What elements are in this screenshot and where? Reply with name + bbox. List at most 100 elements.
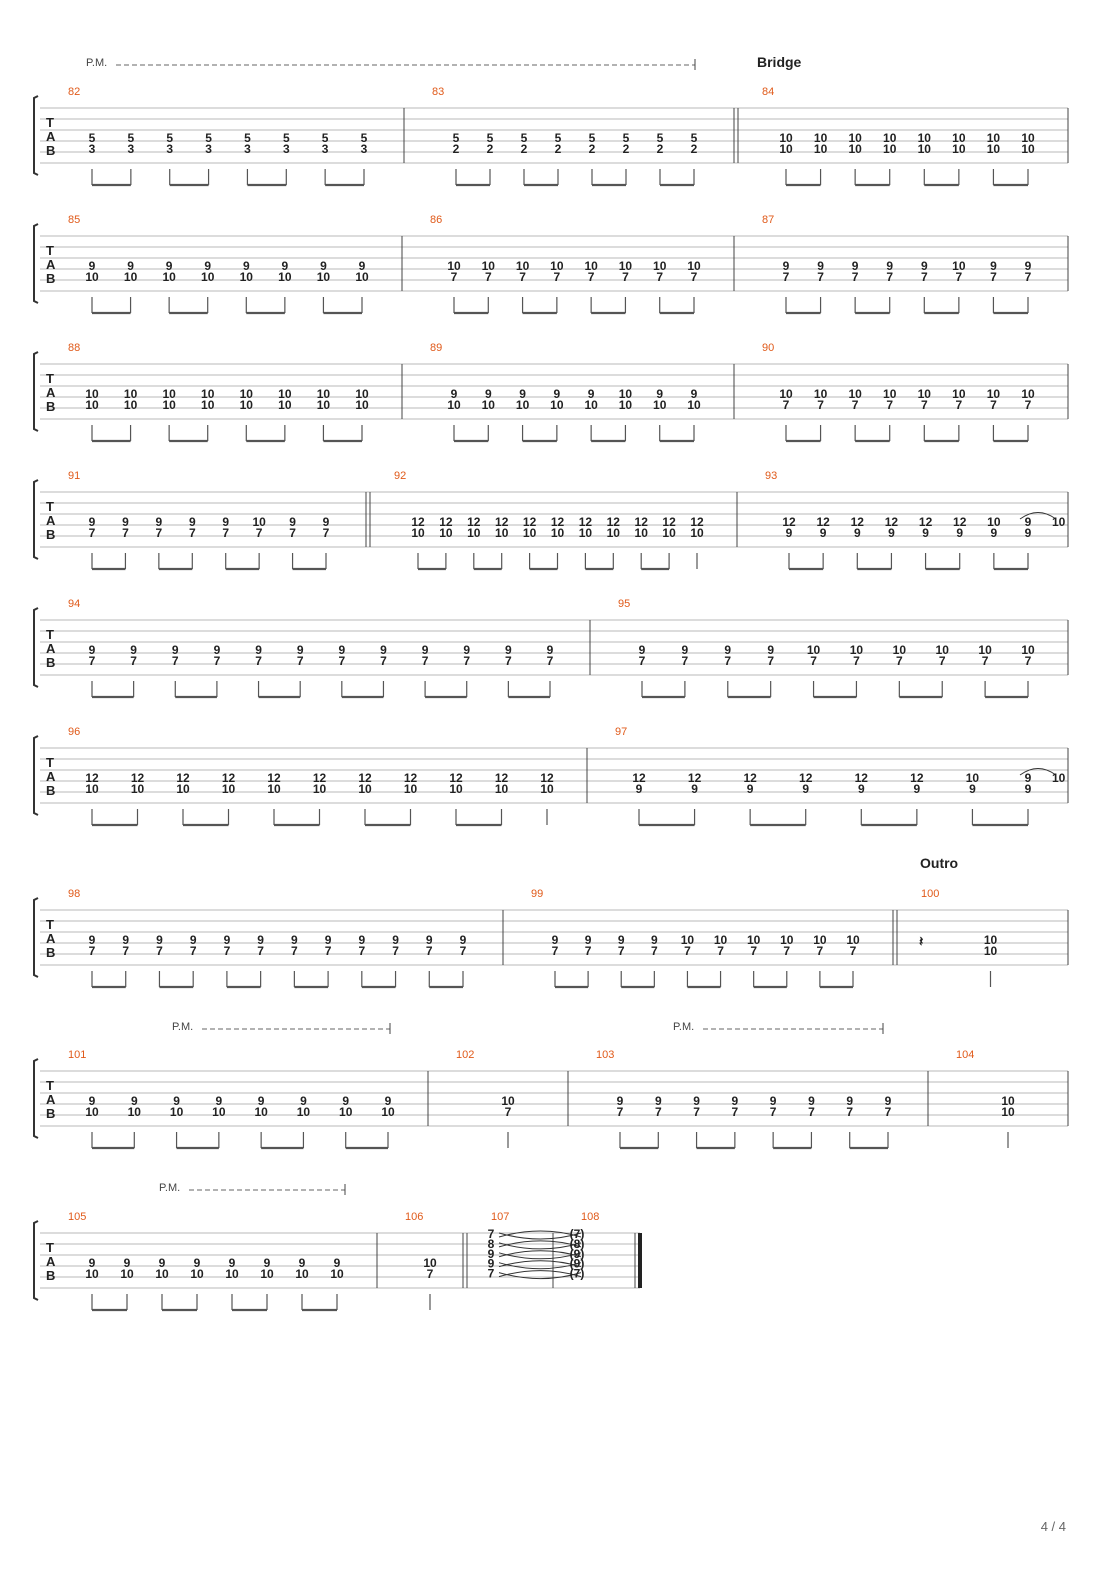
fret-number: 9 bbox=[618, 933, 625, 947]
fret-number: 7 bbox=[896, 654, 903, 668]
fret-number: 9 bbox=[1025, 771, 1032, 785]
tab-label-b: B bbox=[46, 271, 55, 286]
fret-number: 10 bbox=[355, 270, 369, 284]
fret-number: 10 bbox=[162, 387, 176, 401]
fret-number: 10 bbox=[317, 387, 331, 401]
fret-number: 3 bbox=[361, 142, 368, 156]
fret-number: 10 bbox=[540, 782, 554, 796]
fret-number: 10 bbox=[252, 515, 266, 529]
system-brace bbox=[33, 735, 39, 816]
fret-number: 12 bbox=[743, 771, 757, 785]
fret-number: 7 bbox=[189, 526, 196, 540]
fret-number: 10 bbox=[495, 526, 509, 540]
fret-number: 10 bbox=[687, 259, 701, 273]
fret-number: 9 bbox=[297, 643, 304, 657]
bar-number: 100 bbox=[921, 888, 939, 900]
fret-number: 7 bbox=[325, 944, 332, 958]
fret-number: 10 bbox=[170, 1105, 184, 1119]
fret-number: 9 bbox=[691, 782, 698, 796]
fret-number: 7 bbox=[817, 944, 824, 958]
fret-number: 7 bbox=[122, 944, 129, 958]
fret-number: 7 bbox=[190, 944, 197, 958]
fret-number: 9 bbox=[380, 643, 387, 657]
tab-label-t: T bbox=[46, 755, 54, 770]
fret-number: 9 bbox=[732, 1094, 739, 1108]
fret-number: 10 bbox=[779, 387, 793, 401]
fret-number: 10 bbox=[662, 526, 676, 540]
tab-label-b: B bbox=[46, 527, 55, 542]
fret-number: 10 bbox=[987, 515, 1001, 529]
chord-fret: (8) bbox=[570, 1237, 585, 1251]
tab-label-b: B bbox=[46, 1268, 55, 1283]
fret-number: 9 bbox=[783, 259, 790, 273]
fret-number: 10 bbox=[984, 933, 998, 947]
fret-number: 9 bbox=[854, 526, 861, 540]
fret-number: 9 bbox=[519, 387, 526, 401]
fret-number: 7 bbox=[990, 398, 997, 412]
fret-number: 9 bbox=[89, 259, 96, 273]
fret-number: 2 bbox=[521, 142, 528, 156]
fret-number: 9 bbox=[747, 782, 754, 796]
tab-label-t: T bbox=[46, 917, 54, 932]
fret-number: 10 bbox=[814, 142, 828, 156]
fret-number: 10 bbox=[313, 782, 327, 796]
fret-number: 9 bbox=[422, 643, 429, 657]
fret-number: 5 bbox=[555, 131, 562, 145]
fret-number: 10 bbox=[278, 387, 292, 401]
fret-number: 10 bbox=[987, 387, 1001, 401]
rest-symbol: 𝄽 bbox=[919, 933, 924, 949]
fret-number: 9 bbox=[991, 526, 998, 540]
fret-number: 10 bbox=[358, 782, 372, 796]
fret-number: 7 bbox=[852, 398, 859, 412]
fret-number: 9 bbox=[770, 1094, 777, 1108]
fret-number: 7 bbox=[956, 270, 963, 284]
fret-number: 7 bbox=[224, 944, 231, 958]
fret-number: 9 bbox=[156, 515, 163, 529]
fret-number: 10 bbox=[201, 398, 215, 412]
fret-number: 12 bbox=[267, 771, 281, 785]
fret-number: 7 bbox=[519, 270, 526, 284]
fret-number: 10 bbox=[619, 259, 633, 273]
fret-number: 10 bbox=[687, 398, 701, 412]
bar-number: 89 bbox=[430, 342, 442, 354]
tab-label-t: T bbox=[46, 371, 54, 386]
system-brace bbox=[33, 897, 39, 978]
palm-mute-label: P.M. bbox=[159, 1182, 180, 1194]
fret-number: 10 bbox=[85, 782, 99, 796]
fret-number: 12 bbox=[358, 771, 372, 785]
fret-number: 7 bbox=[122, 526, 129, 540]
palm-mute-label: P.M. bbox=[673, 1021, 694, 1033]
fret-number: 2 bbox=[691, 142, 698, 156]
fret-number: 10 bbox=[551, 526, 565, 540]
fret-number: 10 bbox=[987, 142, 1001, 156]
fret-number: 7 bbox=[990, 270, 997, 284]
fret-number: 9 bbox=[969, 782, 976, 796]
fret-number: 10 bbox=[516, 398, 530, 412]
fret-number: 10 bbox=[846, 933, 860, 947]
fret-number: 10 bbox=[240, 270, 254, 284]
fret-number: 10 bbox=[155, 1267, 169, 1281]
fret-number: 10 bbox=[225, 1267, 239, 1281]
chord-fret: 9 bbox=[488, 1247, 495, 1261]
fret-number: 12 bbox=[222, 771, 236, 785]
fret-number: 10 bbox=[222, 782, 236, 796]
fret-number: 3 bbox=[244, 142, 251, 156]
fret-number: 7 bbox=[291, 944, 298, 958]
fret-number: 7 bbox=[817, 270, 824, 284]
fret-number: 10 bbox=[1021, 643, 1035, 657]
fret-number: 12 bbox=[919, 515, 933, 529]
fret-number: 7 bbox=[853, 654, 860, 668]
fret-number: 10 bbox=[918, 131, 932, 145]
fret-number: 10 bbox=[201, 270, 215, 284]
fret-number: 9 bbox=[264, 1256, 271, 1270]
fret-number: 7 bbox=[426, 944, 433, 958]
fret-number: 7 bbox=[297, 654, 304, 668]
bar-number: 87 bbox=[762, 214, 774, 226]
fret-number: 9 bbox=[886, 259, 893, 273]
fret-number: 10 bbox=[439, 526, 453, 540]
fret-number: 10 bbox=[813, 933, 827, 947]
fret-number: 9 bbox=[505, 643, 512, 657]
fret-number: 7 bbox=[808, 1105, 815, 1119]
system-brace bbox=[33, 1058, 39, 1139]
bar-number: 94 bbox=[68, 598, 80, 610]
